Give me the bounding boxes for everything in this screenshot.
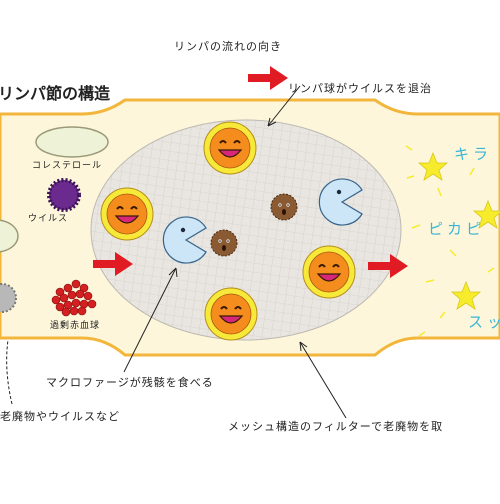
sparkle-text-suk: スッ: [468, 313, 500, 331]
cholesterol-label: コレステロール: [32, 161, 103, 171]
lymphocyte-icon: [100, 187, 154, 241]
debris-icon: [210, 229, 238, 257]
gray-particle-icon: [0, 283, 17, 313]
sparkle-text-pika: ピカピ: [428, 220, 486, 238]
mesh-filter-label: メッシュ構造のフィルターで老廃物を取: [228, 420, 444, 433]
sparkle-text-kira: キラ: [454, 145, 493, 163]
red-blood-cell-icon: [51, 279, 97, 317]
waste-label: 老廃物やウイルスなど: [0, 410, 120, 423]
lymphocyte-icon: [302, 245, 356, 299]
debris-icon: [270, 193, 298, 221]
red-blood-cell-label: 過剰赤血球: [50, 321, 101, 331]
flow-direction-label: リンパの流れの向き: [174, 40, 282, 53]
lymphocyte-icon: [203, 121, 257, 175]
lymphocyte-action-label: リンパ球がウイルスを退治: [288, 82, 432, 95]
virus-icon: [47, 178, 81, 212]
diagram-title: リンパ節の構造: [0, 84, 111, 103]
flow-arrow-icon: [248, 66, 288, 90]
cholesterol-icon: [35, 126, 109, 158]
lymphocyte-icon: [204, 287, 258, 341]
macrophage-label: マクロファージが残骸を食べる: [46, 376, 214, 389]
pointer-lines: [6, 85, 347, 419]
sparkle-lines: [405, 145, 495, 337]
virus-label: ウイルス: [28, 214, 69, 224]
cholesterol-icon: [0, 219, 19, 253]
